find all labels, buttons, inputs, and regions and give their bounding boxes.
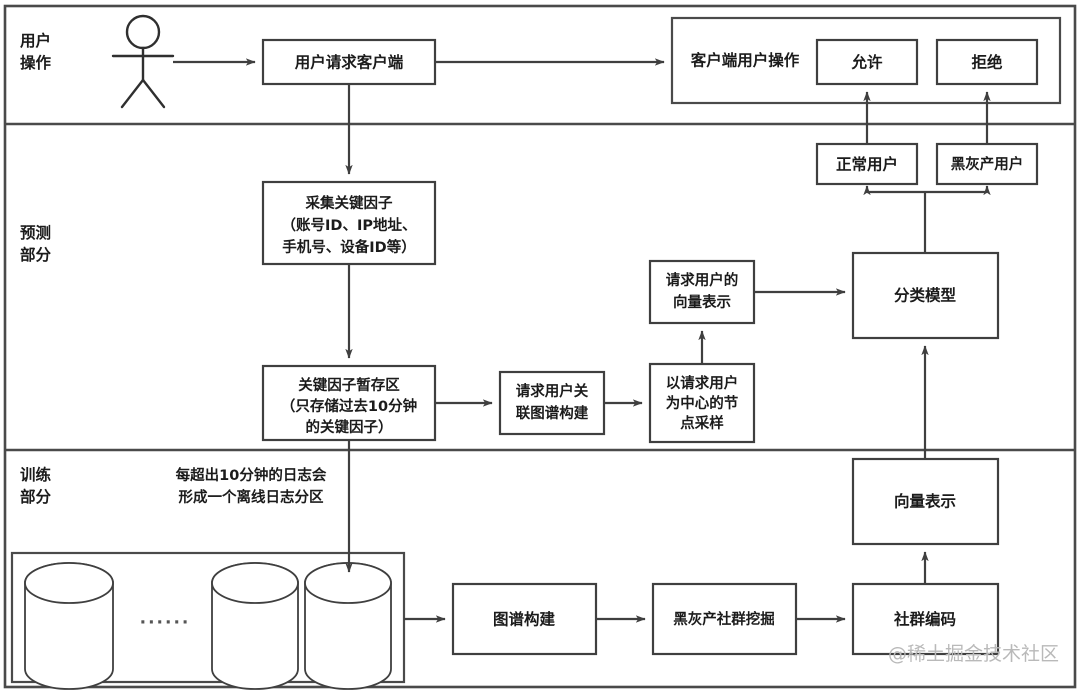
allow-box[interactable]: [815, 38, 919, 86]
log-partition-cylinder-2: [211, 562, 299, 690]
watermark-label: @稀土掘金技术社区: [888, 643, 1059, 665]
vector-representation-box[interactable]: [851, 457, 1000, 546]
node-sampling-line1: 以请求用户: [666, 374, 739, 392]
band-label-user-ops-line2: 操作: [20, 53, 52, 72]
classification-model-label: 分类模型: [894, 286, 957, 305]
community-encoding-box[interactable]: [851, 582, 1000, 656]
graph-build-box[interactable]: [451, 582, 598, 656]
band-label-user-ops-line1: 用户: [20, 31, 51, 50]
request-user-vector-box[interactable]: [648, 259, 756, 325]
node-sampling-line3: 点采样: [680, 414, 724, 432]
band-label-training: 训练 部分: [20, 465, 52, 506]
vector-representation-label: 向量表示: [894, 492, 956, 511]
request-graph-build-box[interactable]: [498, 370, 606, 436]
request-user-vector-line2: 向量表示: [673, 293, 731, 311]
offline-partition-note-line2: 形成一个离线日志分区: [179, 488, 324, 506]
band-label-training-line1: 训练: [20, 465, 52, 484]
collect-key-factors-line3: 手机号、设备ID等）: [282, 238, 415, 256]
band-label-prediction: 预测 部分: [20, 223, 52, 264]
black-gray-user-label: 黑灰产用户: [951, 155, 1024, 173]
band-label-training-line2: 部分: [20, 487, 52, 506]
normal-user-label: 正常用户: [836, 155, 898, 174]
band-label-prediction-line1: 预测: [20, 223, 51, 242]
key-factor-buffer-box[interactable]: [261, 364, 437, 442]
graph-build-label: 图谱构建: [493, 610, 556, 629]
node-sampling-line2: 为中心的节: [666, 394, 739, 412]
collect-key-factors-box[interactable]: [261, 180, 437, 266]
offline-partition-note-line1: 每超出10分钟的日志会: [176, 466, 327, 484]
community-mining-label: 黑灰产社群挖掘: [673, 610, 775, 628]
collect-key-factors-line1: 采集关键因子: [305, 194, 393, 212]
key-factor-buffer-line2: （只存储过去10分钟: [281, 397, 417, 415]
user-request-client-label: 用户请求客户端: [295, 53, 404, 72]
log-partition-cylinder-3: [304, 562, 392, 690]
allow-label: 允许: [850, 53, 883, 72]
request-graph-build-line1: 请求用户关: [516, 382, 589, 400]
node-sampling-box[interactable]: [648, 362, 756, 444]
community-encoding-label: 社群编码: [893, 610, 956, 629]
band-label-prediction-line2: 部分: [20, 245, 52, 264]
key-factor-buffer-line3: 的关键因子）: [306, 418, 393, 436]
request-user-vector-line1: 请求用户的: [666, 271, 739, 289]
log-partition-ellipsis: ······: [140, 613, 191, 633]
classification-model-box[interactable]: [851, 251, 1000, 340]
band-label-user-ops: 用户 操作: [20, 31, 52, 72]
user-request-client-box[interactable]: [261, 38, 437, 86]
black-gray-user-box[interactable]: [935, 142, 1039, 186]
offline-partition-note: 每超出10分钟的日志会 形成一个离线日志分区: [176, 466, 327, 506]
normal-user-box[interactable]: [815, 142, 919, 186]
client-user-ops-label: 客户端用户操作: [691, 51, 800, 70]
diagram-frame: [3, 4, 1077, 689]
log-partition-cylinder-1: [24, 562, 114, 690]
deny-label: 拒绝: [971, 53, 1003, 72]
request-graph-build-line2: 联图谱构建: [516, 404, 589, 422]
collect-key-factors-line2: （账号ID、IP地址、: [282, 216, 417, 234]
key-factor-buffer-line1: 关键因子暂存区: [298, 376, 400, 394]
deny-box[interactable]: [935, 38, 1039, 86]
user-actor-icon: [111, 14, 175, 109]
